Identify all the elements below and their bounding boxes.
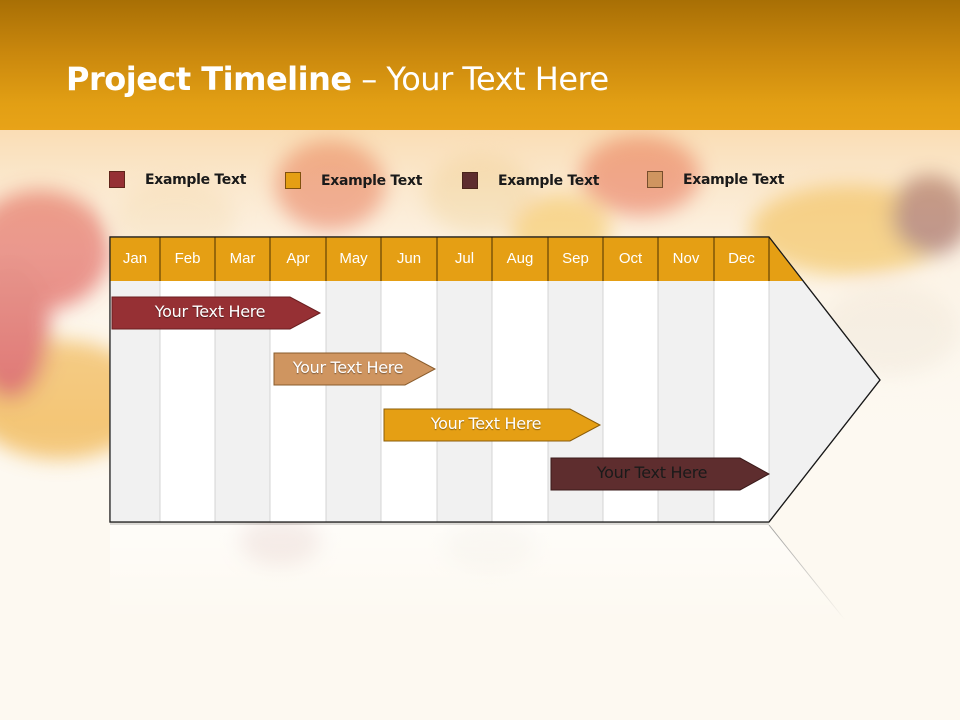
month-mar: Mar <box>229 250 256 267</box>
reflection <box>109 523 846 621</box>
month-nov: Nov <box>672 250 700 267</box>
legend-item: Example Text <box>462 172 599 189</box>
legend-label: Example Text <box>321 172 423 189</box>
gantt-bars <box>111 296 771 491</box>
gantt-bar-label[interactable]: Your Text Here <box>154 302 266 321</box>
gantt-bar-label[interactable]: Your Text Here <box>292 358 404 377</box>
legend-label: Example Text <box>498 172 600 189</box>
legend-item: Example Text <box>109 171 246 188</box>
gantt-bar-label[interactable]: Your Text Here <box>430 414 542 433</box>
month-jul: Jul <box>454 250 475 267</box>
month-oct: Oct <box>618 250 643 267</box>
legend-swatch-orange <box>285 172 301 189</box>
month-jan: Jan <box>122 250 148 267</box>
title-bold: Project Timeline <box>66 60 352 98</box>
legend-item: Example Text <box>647 171 784 188</box>
legend-swatch-tan <box>647 171 663 188</box>
legend-item: Example Text <box>285 172 422 189</box>
gantt-bar-label[interactable]: Your Text Here <box>596 463 708 482</box>
legend-label: Example Text <box>683 171 785 188</box>
month-apr: Apr <box>286 250 310 267</box>
title-band <box>0 0 960 130</box>
month-sep: Sep <box>562 250 589 267</box>
page-title: Project Timeline – Your Text Here <box>66 60 609 98</box>
legend-swatch-dark-brown <box>462 172 478 189</box>
month-may: May <box>339 250 368 267</box>
legend-swatch-red <box>109 171 125 188</box>
month-aug: Aug <box>506 250 534 267</box>
month-jun: Jun <box>396 250 422 267</box>
legend-label: Example Text <box>145 171 247 188</box>
title-subtitle: – Your Text Here <box>351 60 609 98</box>
month-dec: Dec <box>728 250 755 267</box>
month-feb: Feb <box>174 250 201 267</box>
